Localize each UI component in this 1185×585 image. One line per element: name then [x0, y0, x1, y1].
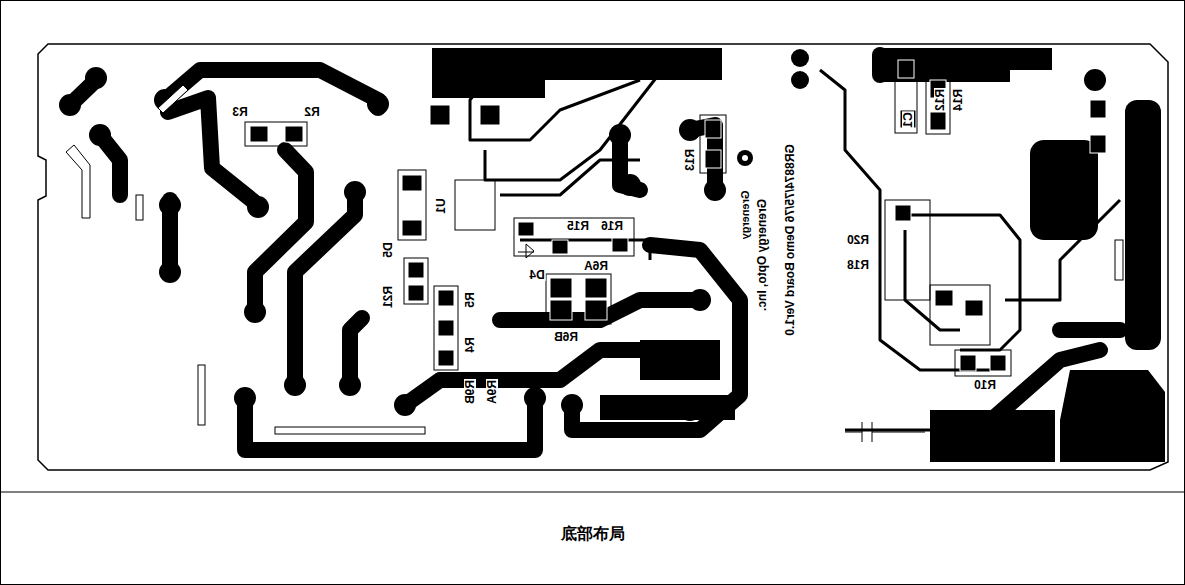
- part-label: R10: [973, 379, 997, 391]
- divider: [0, 492, 1185, 493]
- part-label: D5: [382, 241, 394, 258]
- part-label: U1: [435, 197, 447, 214]
- copper-traces: [70, 55, 1120, 450]
- silk-bars: [66, 85, 1123, 442]
- through-hole-pads: [59, 49, 1106, 421]
- thin-traces: [470, 60, 1120, 430]
- part-label: R9A: [486, 379, 498, 405]
- board-outline: [38, 44, 1168, 470]
- part-label: R3: [231, 106, 248, 118]
- part-label: R16: [600, 220, 624, 232]
- part-label: R12: [934, 88, 946, 112]
- part-label: D4: [528, 269, 545, 281]
- part-label: C1: [902, 111, 914, 128]
- part-label: R13: [684, 148, 696, 172]
- part-label: R6A: [583, 260, 609, 272]
- part-label: R20: [846, 234, 870, 246]
- part-label: R4: [464, 336, 476, 353]
- logo-mark: [737, 150, 753, 166]
- component-outlines: [245, 55, 1011, 376]
- part-label: Grenergy: [740, 190, 751, 241]
- part-label: R2: [303, 106, 320, 118]
- part-label: R5: [464, 291, 476, 308]
- caption: 底部布局: [0, 524, 1185, 545]
- part-label: R18: [846, 259, 870, 271]
- smd-pads: [250, 60, 1106, 371]
- copper-pours: [432, 48, 1165, 462]
- part-label: R14: [952, 88, 964, 112]
- part-label: R15: [566, 220, 590, 232]
- part-label: R9B: [464, 379, 476, 405]
- part-label: GR8874/75/76 Demo Board Ver1.0: [784, 143, 796, 336]
- part-label: Grenergy Opto, Inc.: [756, 198, 768, 312]
- part-label: R21: [382, 285, 394, 309]
- part-label: R6B: [553, 331, 579, 343]
